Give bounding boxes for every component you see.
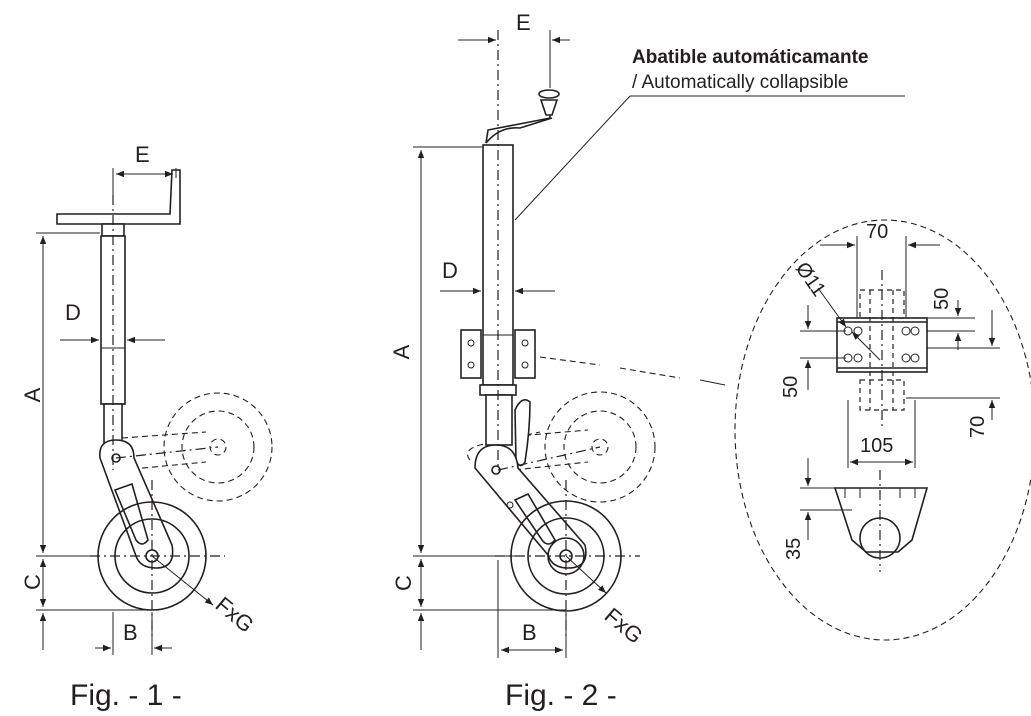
- detail-dim-hole: Ø11: [791, 258, 830, 300]
- fig2-dim-C: C: [391, 575, 416, 591]
- detail-dim-50-left: 50: [780, 376, 802, 398]
- fig2-crank-handle: [485, 89, 560, 144]
- fig1-folded-wheel-ghost: [121, 392, 273, 502]
- detail-mounting-plate: [836, 270, 928, 430]
- fig2-swing-arm: [474, 444, 587, 569]
- detail-clamp-section: [833, 470, 929, 572]
- fig1-dim-C: C: [20, 574, 45, 590]
- fig1-caption: Fig. - 1 -: [70, 679, 182, 712]
- detail-dim-70-top: 70: [866, 221, 888, 243]
- fig2-clamp-plates: [460, 329, 536, 379]
- figure-1: A C D E B FxG Fig. - 1 -: [20, 142, 273, 712]
- fig2-caption: Fig. - 2 -: [505, 679, 617, 712]
- fig2-dim-E: E: [516, 10, 531, 35]
- figure-2: A C D E B FxG Abatible automáticamante /…: [389, 10, 905, 712]
- fig2-dim-A: A: [389, 344, 414, 359]
- detail-dim-50-right: 50: [931, 288, 953, 310]
- fig1-dim-B: B: [123, 620, 138, 645]
- fig2-dim-D: D: [442, 258, 458, 283]
- fig2-callout-sub: / Automatically collapsible: [632, 72, 849, 93]
- fig2-release-lever: [514, 399, 531, 467]
- detail-dim-70-right: 70: [967, 416, 989, 438]
- fig2-dim-FxG: FxG: [600, 603, 648, 649]
- fig1-head-plate: [56, 169, 181, 237]
- fig1-dim-D: D: [65, 300, 81, 325]
- detail-dim-35: 35: [783, 538, 805, 560]
- detail-dim-105: 105: [860, 435, 893, 457]
- fig2-callout-bold: Abatible automáticamante: [632, 47, 869, 68]
- fig1-dim-E: E: [135, 142, 150, 167]
- fig2-dim-B: B: [522, 620, 537, 645]
- detail-view: 70 Ø11 50 50 70 105 35: [734, 219, 1031, 641]
- fig1-dim-A: A: [20, 387, 45, 402]
- fig1-dim-FxG: FxG: [211, 592, 259, 638]
